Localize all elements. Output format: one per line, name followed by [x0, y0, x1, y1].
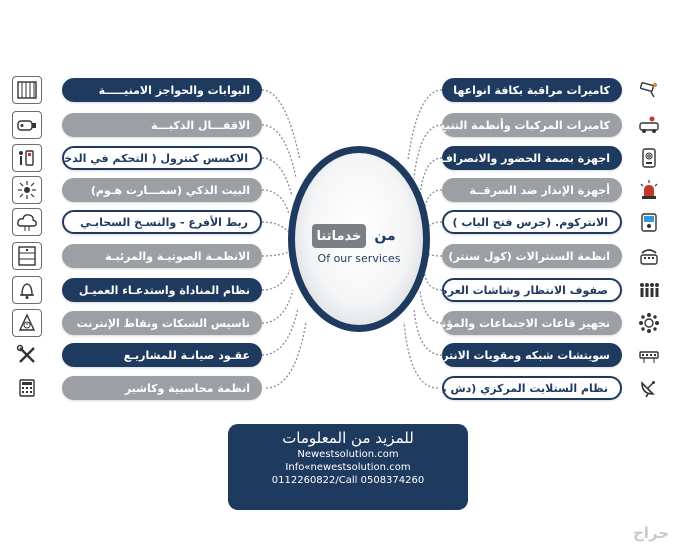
intercom-icon-glyph — [641, 213, 657, 232]
smart-lock-icon — [12, 111, 42, 139]
right-service-6: انظمة السنترالات (كول سنتر) — [442, 244, 622, 268]
pbx-phone-icon — [634, 242, 664, 270]
right-service-1: كاميرات مراقبة بكافة انواعها — [442, 78, 622, 102]
connector-right-2 — [413, 124, 443, 179]
right-service-7: صفوف الانتظار وشاشات العرض الإعلانات — [442, 278, 622, 302]
intercom-icon — [634, 208, 664, 236]
queue-people-icon-glyph — [640, 283, 659, 297]
maintenance-tools-icon — [12, 341, 42, 369]
left-service-3: الاكسس كنترول ( التحكم في الدخول) — [62, 146, 262, 170]
contact-website[interactable]: Newestsolution.com — [297, 449, 399, 460]
queue-people-icon — [634, 276, 664, 304]
network-switch-icon — [634, 341, 664, 369]
contact-box: للمزيد من المعلومات Newestsolution.com I… — [228, 424, 468, 510]
contact-email[interactable]: Info«newestsolution.com — [285, 462, 411, 473]
fingerprint-device-icon-glyph — [642, 148, 656, 168]
center-subtitle: Of our services — [317, 252, 401, 265]
connector-right-10 — [403, 321, 439, 389]
left-service-10: انظمة محاسبية وكاشير — [62, 376, 262, 400]
cashier-icon-glyph — [19, 379, 35, 397]
smart-home-icon — [12, 176, 42, 204]
right-service-8: تجهيز قاعات الاجتماعات والمؤتمرات — [442, 311, 622, 335]
center-badge: خدماتنا — [312, 224, 366, 248]
cashier-icon — [12, 374, 42, 402]
conference-room-icon — [634, 309, 664, 337]
conference-room-icon-glyph — [639, 313, 659, 333]
right-service-10: نظام الستلايت المركزي (دش مركزي) — [442, 376, 622, 400]
cloud-sync-icon — [12, 208, 42, 236]
smart-home-icon-glyph — [18, 181, 36, 199]
connector-right-3 — [419, 157, 443, 197]
smart-lock-icon-glyph — [17, 120, 36, 131]
left-service-6: الانظمـة الصوتيـة والمرئيـة — [62, 244, 262, 268]
left-service-5: ربط الأفرع - والنسـخ السحابـي — [62, 210, 262, 234]
right-service-3: اجهزة بصمة الحضور والانصراف — [442, 146, 622, 170]
connector-left-6 — [261, 251, 289, 257]
satellite-dish-icon-glyph — [641, 381, 655, 398]
access-control-icon-glyph — [19, 150, 34, 166]
left-service-4: البيت الذكي (سمـــارت هـوم) — [62, 178, 262, 202]
right-service-9: سويتشات شبكه ومقويات الانترنت — [442, 343, 622, 367]
gate-barrier-icon-glyph — [17, 81, 37, 99]
maintenance-tools-icon-glyph — [16, 344, 35, 363]
right-service-5: الانتركوم. (جرس فتح الباب ) — [442, 210, 622, 234]
watermark: حراج — [632, 524, 670, 542]
pbx-phone-icon-glyph — [640, 249, 658, 265]
vehicle-gps-icon-glyph — [639, 116, 659, 133]
audio-video-icon — [12, 242, 42, 270]
center-prefix: من — [374, 228, 396, 244]
cctv-camera-icon — [634, 76, 664, 104]
vehicle-gps-icon — [634, 111, 664, 139]
connector-left-1 — [261, 89, 301, 161]
connector-left-3 — [261, 157, 293, 197]
access-control-icon — [12, 144, 42, 172]
contact-heading: للمزيد من المعلومات — [282, 429, 414, 447]
fingerprint-device-icon — [634, 144, 664, 172]
connector-left-9 — [261, 307, 299, 356]
connector-left-2 — [261, 124, 297, 179]
connector-left-7 — [261, 269, 291, 291]
contact-phones[interactable]: 0112260822/Call 0508374260 — [271, 475, 425, 486]
connector-right-1 — [407, 89, 443, 161]
alarm-siren-icon — [634, 176, 664, 204]
network-clock-icon-glyph — [18, 313, 36, 331]
network-switch-icon-glyph — [639, 351, 659, 363]
alarm-siren-icon-glyph — [640, 180, 658, 199]
right-service-2: كاميرات المركبات وأنظمة التتبع GPS — [442, 113, 622, 137]
cloud-sync-icon-glyph — [17, 214, 37, 231]
network-clock-icon — [12, 309, 42, 337]
left-service-1: البوابات والحواجز الامنيـــــة — [62, 78, 262, 102]
left-service-7: نظام المناداة واستدعـاء العميـل — [62, 278, 262, 302]
left-service-2: الاقفـــال الذكيـــة — [62, 113, 262, 137]
connector-left-8 — [261, 289, 294, 324]
paging-bell-icon — [12, 276, 42, 304]
connector-right-7 — [423, 269, 443, 291]
gate-barrier-icon — [12, 76, 42, 104]
left-service-9: عقـود صيانـة للمشاريـع — [62, 343, 262, 367]
right-service-4: أجهزة الإنذار ضد السرقــة — [442, 178, 622, 202]
satellite-dish-icon — [634, 374, 664, 402]
connector-right-9 — [413, 307, 443, 356]
connector-right-8 — [419, 289, 443, 324]
left-service-8: تاسيس الشبكات ونقاط الإنترنت — [62, 311, 262, 335]
paging-bell-icon-glyph — [20, 283, 34, 299]
connector-left-10 — [265, 321, 307, 389]
cctv-camera-icon-glyph — [639, 82, 657, 98]
audio-video-icon-glyph — [18, 246, 36, 266]
connector-left-5 — [261, 221, 289, 233]
connector-left-4 — [261, 189, 290, 215]
